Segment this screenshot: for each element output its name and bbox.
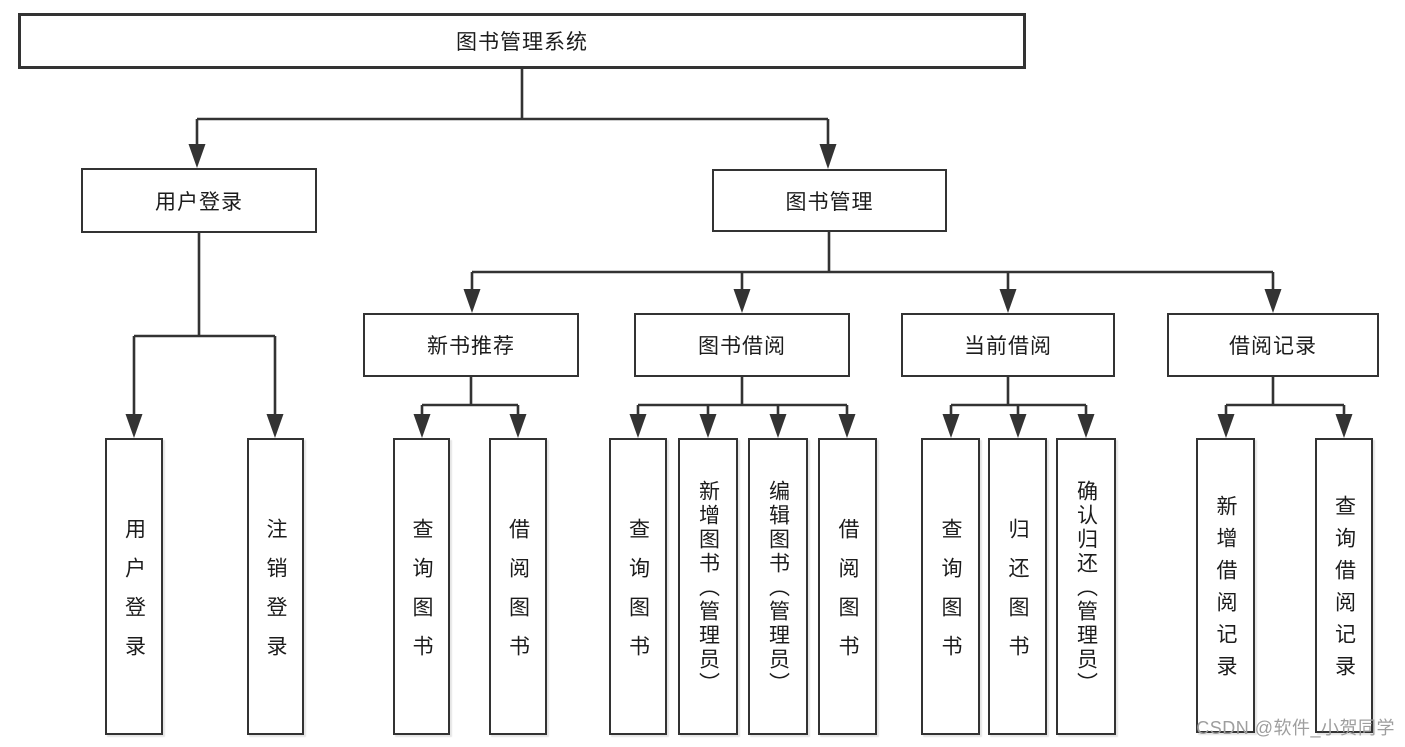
- leaf-user-login: 用户登录: [105, 438, 163, 735]
- node-label: 编辑图书（管理员）: [766, 480, 790, 696]
- node-label: 新书推荐: [427, 335, 515, 358]
- node-current-borrowing: 当前借阅: [901, 313, 1115, 377]
- node-label: 查询图书: [626, 517, 650, 674]
- node-label: 借阅记录: [1229, 335, 1317, 358]
- node-label: 用户登录: [122, 517, 146, 674]
- node-book-management: 图书管理: [712, 169, 947, 232]
- leaf-edit-book-admin: 编辑图书（管理员）: [748, 438, 808, 735]
- node-label: 新增图书（管理员）: [696, 480, 720, 696]
- node-label: 查询图书: [410, 517, 433, 674]
- connector-current-borrow-children: [942, 377, 1095, 438]
- leaf-query-borrow-record: 查询借阅记录: [1315, 438, 1373, 733]
- node-user-login: 用户登录: [81, 168, 317, 233]
- node-new-book-recommendation: 新书推荐: [363, 313, 579, 377]
- leaf-add-borrow-record: 新增借阅记录: [1196, 438, 1255, 733]
- leaf-query-books-current: 查询图书: [921, 438, 980, 735]
- csdn-watermark: CSDN @软件_小贺同学: [1196, 718, 1395, 738]
- node-label: 查询借阅记录: [1332, 495, 1356, 687]
- leaf-add-book-admin: 新增图书（管理员）: [678, 438, 738, 735]
- node-label: 借阅图书: [836, 517, 859, 674]
- node-label: 当前借阅: [964, 335, 1052, 358]
- leaf-query-books-recommendation: 查询图书: [393, 438, 450, 735]
- node-label: 归还图书: [1006, 517, 1029, 674]
- node-book-borrowing: 图书借阅: [634, 313, 850, 377]
- node-borrowing-records: 借阅记录: [1167, 313, 1379, 377]
- node-label: 图书管理系统: [456, 31, 588, 54]
- connector-book-mgmt-to-level2: [463, 232, 1282, 313]
- node-library-management-system: 图书管理系统: [18, 13, 1026, 69]
- leaf-query-books-borrowing: 查询图书: [609, 438, 667, 735]
- connector-root-to-level1: [188, 69, 837, 169]
- node-label: 图书借阅: [698, 335, 786, 358]
- node-label: 借阅图书: [506, 517, 530, 674]
- node-label: 新增借阅记录: [1214, 495, 1237, 687]
- connector-book-borrow-children: [629, 377, 856, 438]
- node-label: 查询图书: [939, 517, 962, 674]
- connector-new-book-rec-children: [413, 377, 527, 438]
- leaf-logout: 注销登录: [247, 438, 304, 735]
- connector-borrow-record-children: [1217, 377, 1353, 438]
- node-label: 用户登录: [155, 190, 243, 214]
- leaf-return-book: 归还图书: [988, 438, 1047, 735]
- node-label: 确认归还（管理员）: [1074, 480, 1098, 696]
- connector-user-login-children: [125, 233, 284, 438]
- node-label: 注销登录: [264, 517, 287, 674]
- leaf-confirm-return-admin: 确认归还（管理员）: [1056, 438, 1116, 735]
- leaf-borrow-books-recommendation: 借阅图书: [489, 438, 547, 735]
- leaf-borrow-books: 借阅图书: [818, 438, 877, 735]
- node-label: 图书管理: [785, 190, 874, 214]
